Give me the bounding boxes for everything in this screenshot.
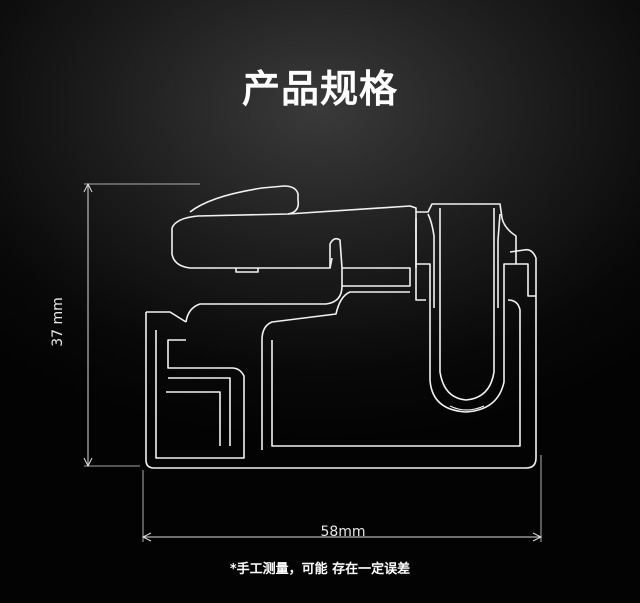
width-dimension-line bbox=[141, 455, 543, 542]
height-dimension-label: 37 mm bbox=[50, 297, 66, 347]
measurement-note: *手工测量，可能 存在一定误差 bbox=[229, 562, 411, 577]
clip-outline bbox=[145, 185, 537, 469]
width-dimension-label: 58mm bbox=[320, 524, 366, 540]
height-dimension-line bbox=[83, 182, 200, 468]
page-title: 产品规格 bbox=[241, 67, 398, 111]
